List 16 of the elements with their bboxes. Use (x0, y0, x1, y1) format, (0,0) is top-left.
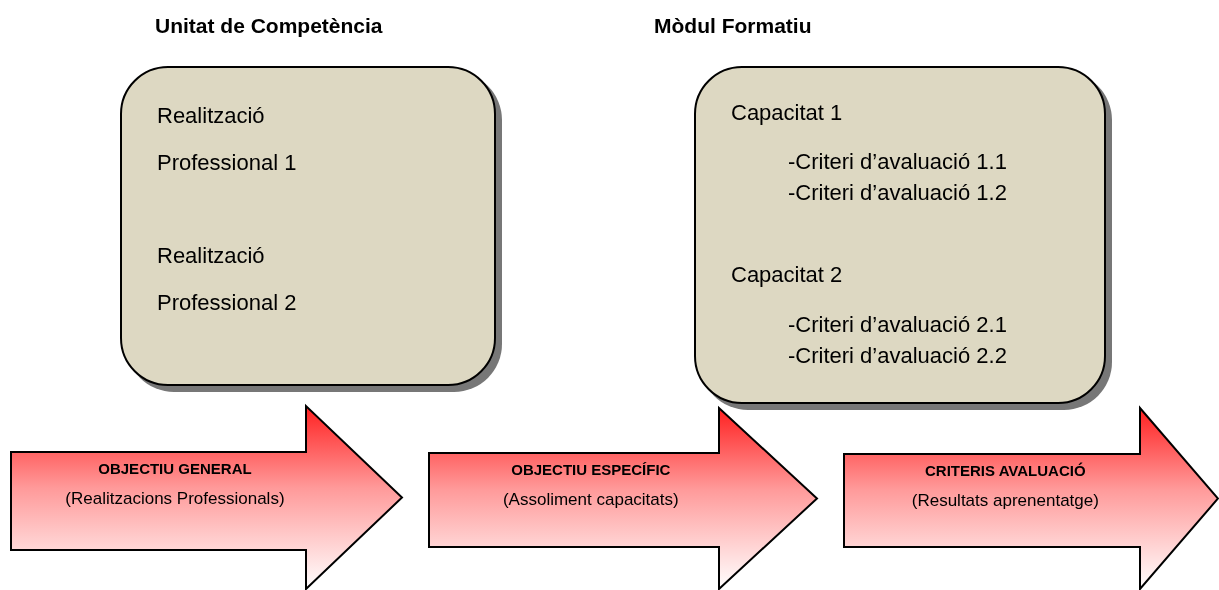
arrow-title: OBJECTIU GENERAL (98, 460, 252, 477)
box-text: Realització Professional 2 (157, 242, 298, 317)
arrow-title: OBJECTIU ESPECÍFIC (511, 461, 671, 478)
panel-heading: Unitat de Competència (155, 14, 383, 38)
box-text: -Criteri d’avaluació 2.2 (788, 342, 1008, 370)
box-text: -Criteri d’avaluació 1.1 (788, 148, 1008, 176)
box-text: -Criteri d’avaluació 1.2 (788, 179, 1008, 207)
arrow-subtitle: (Realitzacions Professionals) (65, 489, 285, 509)
box-text: Realització Professional 1 (157, 102, 298, 177)
box-text: Capacitat 1 (731, 99, 844, 127)
panel-heading: Mòdul Formatiu (654, 14, 812, 38)
arrow-subtitle: (Assoliment capacitats) (502, 490, 679, 510)
arrow-title: CRITERIS AVALUACIÓ (925, 462, 1086, 479)
box-text: -Criteri d’avaluació 2.1 (788, 311, 1008, 339)
arrow-subtitle: (Resultats aprenentatge) (911, 491, 1099, 511)
box-text: Capacitat 2 (731, 261, 844, 289)
